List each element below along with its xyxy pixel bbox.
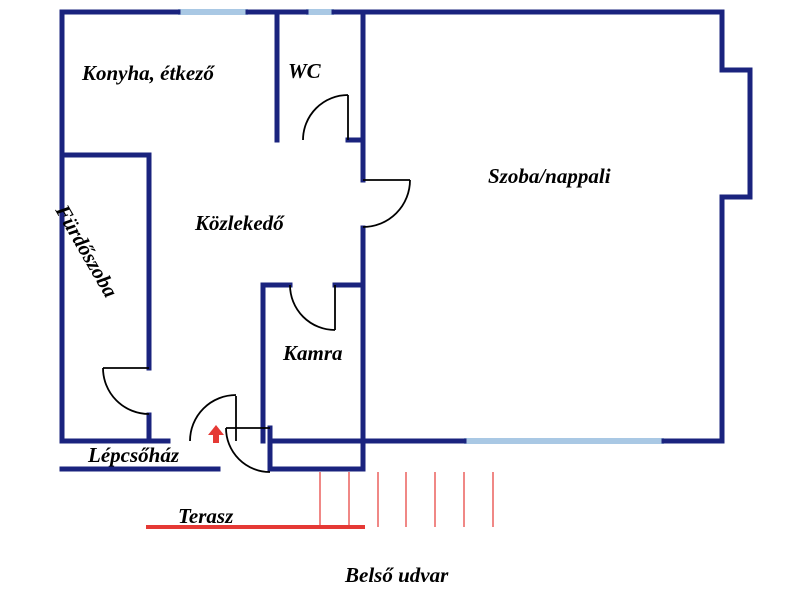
bathroom-door bbox=[102, 367, 150, 415]
terrace-railing bbox=[319, 472, 494, 527]
room-label-hall: Közlekedő bbox=[194, 211, 285, 235]
entrance-door bbox=[225, 427, 271, 473]
room-label-pantry: Kamra bbox=[282, 341, 343, 365]
pantry-door bbox=[289, 284, 336, 331]
room-label-courtyard: Belső udvar bbox=[344, 563, 449, 587]
room-label-living: Szoba/nappali bbox=[488, 164, 611, 188]
walls bbox=[59, 9, 753, 472]
room-label-kitchen: Konyha, étkező bbox=[81, 61, 215, 85]
entrance-arrow-icon bbox=[208, 425, 224, 443]
room-label-wc: WC bbox=[288, 59, 322, 83]
wall-right-bay bbox=[719, 9, 753, 444]
stair-door bbox=[189, 394, 237, 442]
doors bbox=[102, 94, 411, 473]
wc-door bbox=[302, 94, 349, 141]
room-label-terrace: Terasz bbox=[178, 504, 234, 528]
windows bbox=[178, 9, 664, 444]
living-door bbox=[362, 179, 411, 228]
room-label-stairwell: Lépcsőház bbox=[87, 443, 180, 467]
